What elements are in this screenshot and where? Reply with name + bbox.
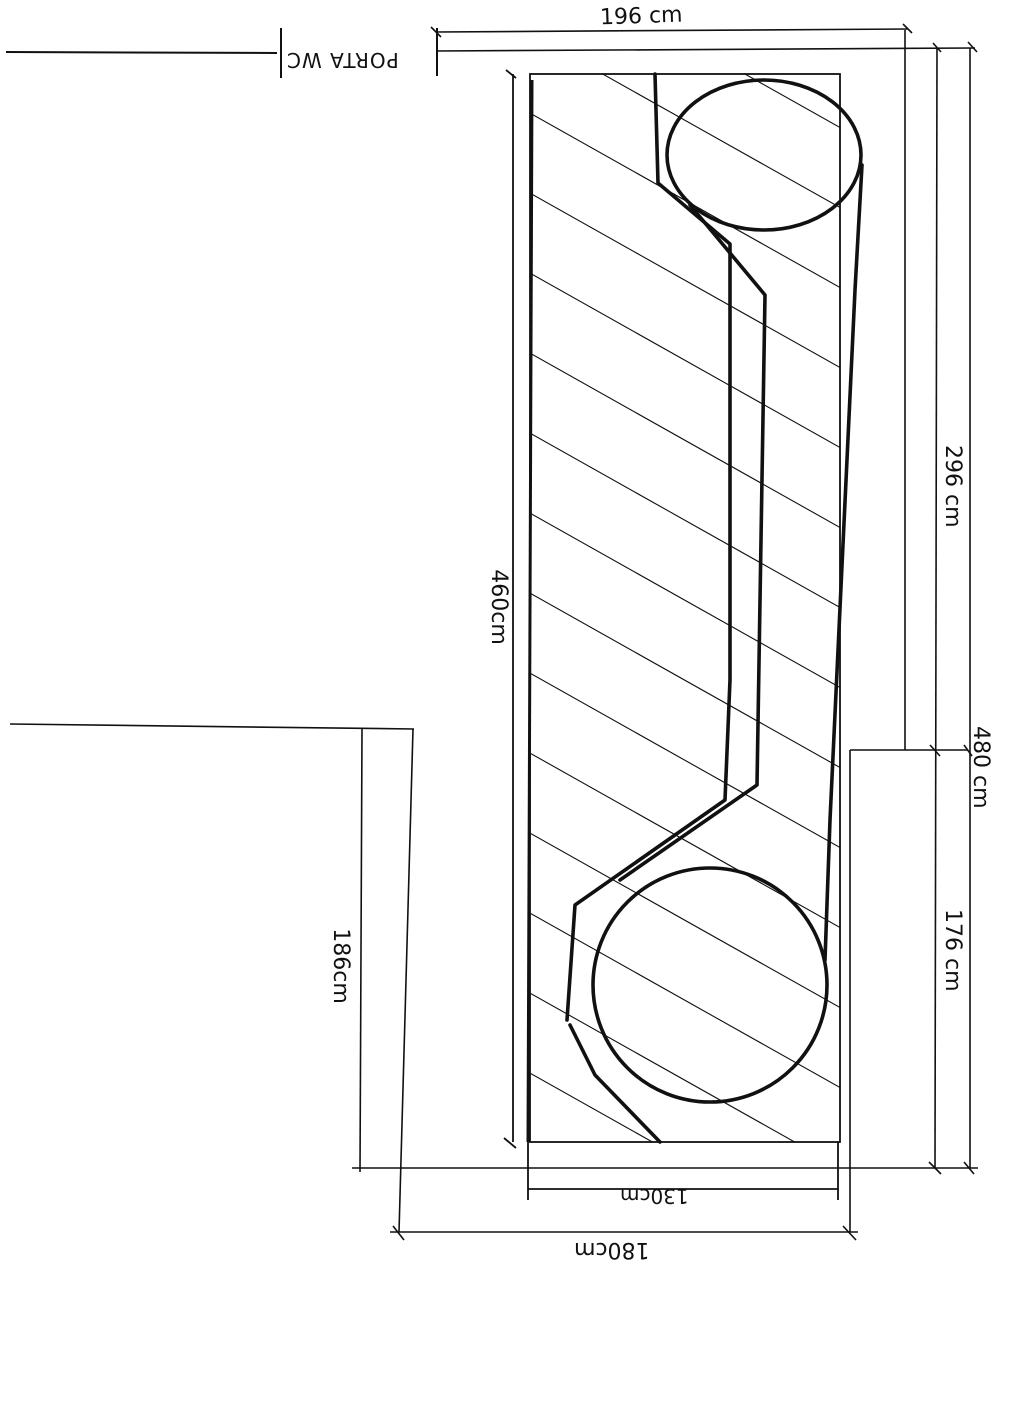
dimension-right <box>352 30 978 1232</box>
dimension-label-left-lower: 186cm <box>328 928 353 1004</box>
wall-bottom-left <box>9 723 858 1241</box>
wall-top-left <box>5 28 438 78</box>
dimension-label-inner-width: 130cm <box>620 1184 689 1208</box>
dimension-label-inner-length: 460cm <box>486 569 511 645</box>
dimension-label-right-total: 480 cm <box>968 726 993 809</box>
hatching <box>530 74 840 1142</box>
dimension-label-right-lower: 176 cm <box>940 909 965 992</box>
door-label-porta-wc: PORTA WC <box>286 48 399 72</box>
dimension-label-top-width: 196 cm <box>599 2 683 31</box>
dimension-label-right-upper: 296 cm <box>940 445 965 528</box>
area-outline <box>503 69 841 1200</box>
bold-path-shape <box>565 72 864 1144</box>
left-edge-stroke <box>526 79 534 1143</box>
dimension-label-outer-width: 180cm <box>574 1237 650 1262</box>
dimension-top <box>430 23 978 53</box>
